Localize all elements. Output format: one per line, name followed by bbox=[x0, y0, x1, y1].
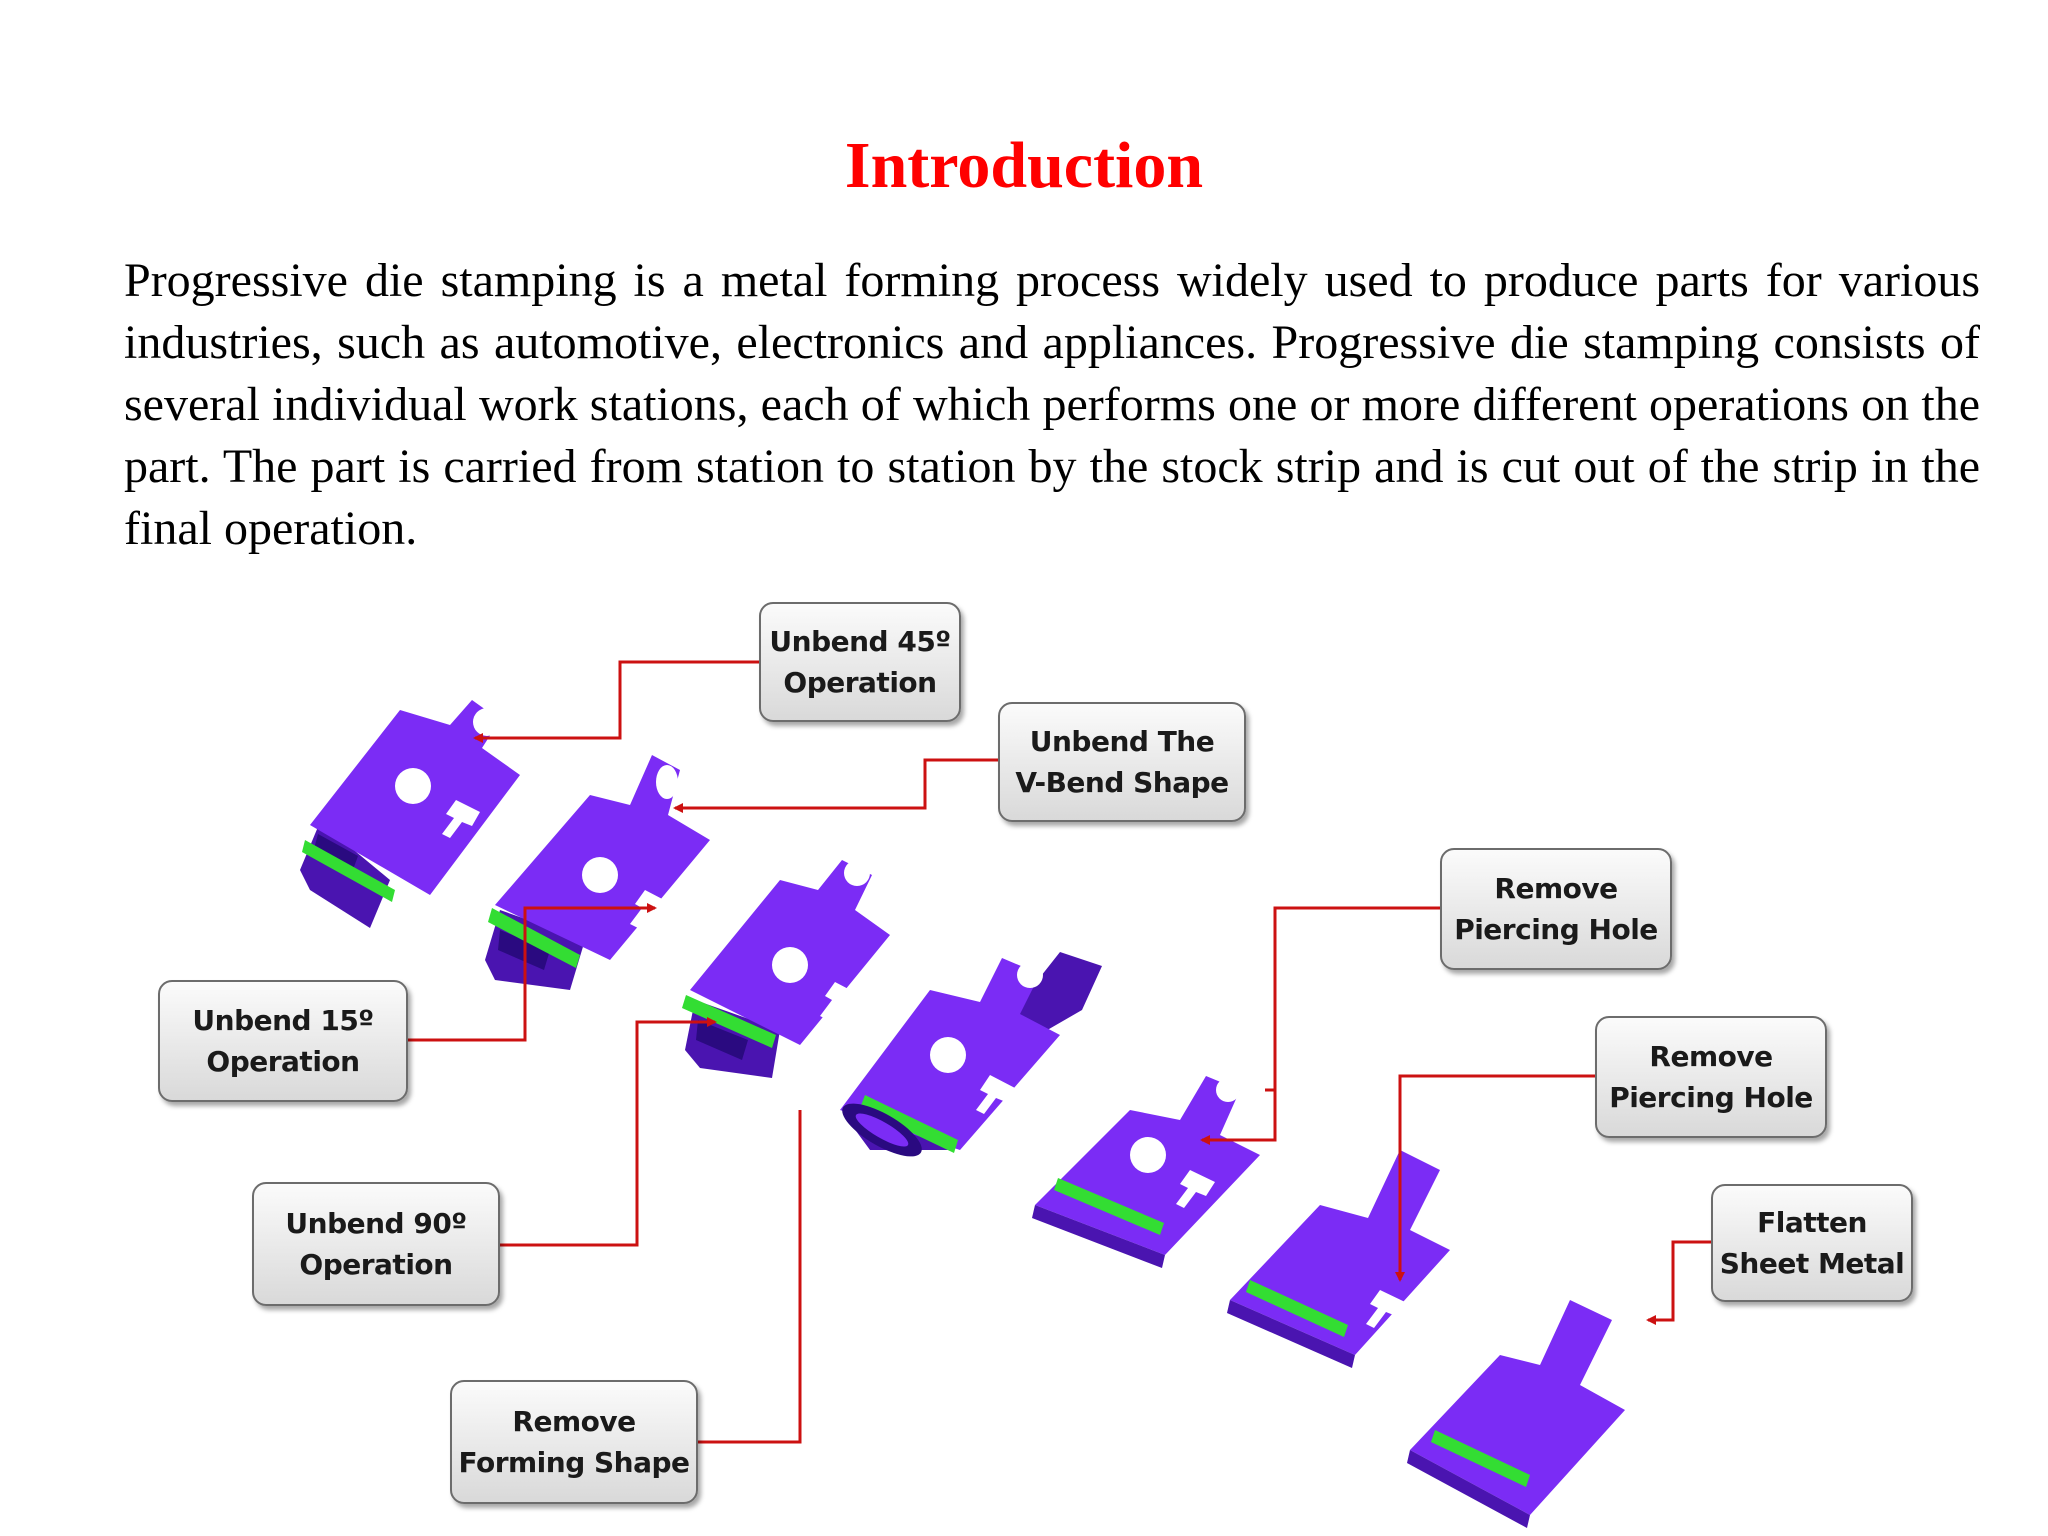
leader-remove-piercing-1 bbox=[1200, 906, 1440, 1145]
leader-unbend-15 bbox=[408, 903, 657, 1042]
part-stage-3 bbox=[682, 860, 890, 1078]
callout-remove-forming-shape: Remove Forming Shape bbox=[450, 1380, 698, 1504]
leader-unbend-vbend bbox=[673, 758, 998, 813]
part-stage-4 bbox=[840, 952, 1102, 1157]
leader-flatten bbox=[1646, 1240, 1711, 1325]
part-stage-1 bbox=[300, 700, 520, 928]
leader-remove-forming bbox=[687, 1110, 802, 1444]
part-stage-6 bbox=[1227, 1150, 1450, 1368]
callout-unbend-45: Unbend 45º Operation bbox=[759, 602, 961, 722]
leader-unbend-90 bbox=[500, 1017, 717, 1247]
callout-flatten-sheet-metal: Flatten Sheet Metal bbox=[1711, 1184, 1913, 1302]
callout-unbend-15: Unbend 15º Operation bbox=[158, 980, 408, 1102]
callout-remove-piercing-hole-1: Remove Piercing Hole bbox=[1440, 848, 1672, 970]
callout-unbend-90: Unbend 90º Operation bbox=[252, 1182, 500, 1306]
callout-remove-piercing-hole-2: Remove Piercing Hole bbox=[1595, 1016, 1827, 1138]
leader-unbend-45 bbox=[473, 660, 759, 743]
part-stage-2 bbox=[485, 755, 710, 990]
part-stage-7 bbox=[1407, 1300, 1625, 1528]
leader-remove-piercing-2 bbox=[1395, 1074, 1595, 1282]
intro-paragraph: Progressive die stamping is a metal form… bbox=[124, 254, 1980, 555]
stamping-stages-illustration bbox=[300, 660, 1711, 1528]
callout-unbend-vbend: Unbend The V-Bend Shape bbox=[998, 702, 1246, 822]
page-title: Introduction bbox=[844, 129, 1204, 202]
part-stage-5 bbox=[1032, 1076, 1260, 1268]
progressive-die-diagram: Unbend 45º Operation Unbend The V-Bend S… bbox=[100, 590, 1980, 1536]
leader-lines bbox=[408, 660, 1711, 1444]
